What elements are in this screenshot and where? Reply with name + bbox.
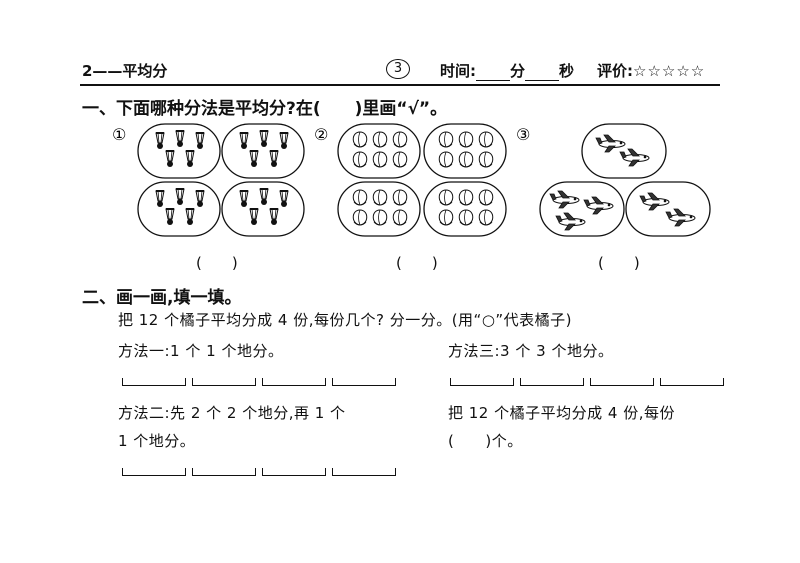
time-label: 时间: bbox=[440, 62, 476, 80]
drawing-slot[interactable] bbox=[332, 468, 396, 476]
header-divider bbox=[80, 84, 720, 86]
drawing-slot[interactable] bbox=[450, 378, 514, 386]
group3-part bbox=[581, 123, 667, 179]
conclusion-line2[interactable]: ( )个。 bbox=[448, 432, 523, 450]
minute-blank[interactable] bbox=[476, 66, 510, 81]
section2-title: 二、画一画,填一填。 bbox=[82, 288, 242, 308]
method2-drawing-area bbox=[122, 468, 396, 476]
rating-field: 评价:☆☆☆☆☆ bbox=[597, 60, 705, 81]
rating-stars[interactable]: ☆☆☆☆☆ bbox=[633, 62, 706, 80]
second-unit: 秒 bbox=[559, 62, 575, 80]
page-number-badge: 3 bbox=[386, 58, 410, 79]
time-field: 时间: 分 秒 bbox=[440, 60, 574, 81]
answer-paren-3[interactable]: ( ) bbox=[598, 254, 640, 272]
grouping-figures: ① ② ③ bbox=[112, 123, 711, 237]
method2-text-line2: 1 个地分。 bbox=[118, 432, 196, 450]
group3-part bbox=[539, 181, 625, 237]
drawing-slot[interactable] bbox=[590, 378, 654, 386]
drawing-slot[interactable] bbox=[262, 468, 326, 476]
group2-label: ② bbox=[314, 125, 328, 144]
group3-part bbox=[625, 181, 711, 237]
rating-label: 评价: bbox=[597, 62, 633, 80]
minute-unit: 分 bbox=[510, 62, 526, 80]
problem-intro: 把 12 个橘子平均分成 4 份,每份几个? 分一分。(用“○”代表橘子) bbox=[118, 311, 573, 329]
answer-paren-2[interactable]: ( ) bbox=[396, 254, 438, 272]
drawing-slot[interactable] bbox=[192, 378, 256, 386]
drawing-slot[interactable] bbox=[262, 378, 326, 386]
method1-drawing-area bbox=[122, 378, 396, 386]
drawing-slot[interactable] bbox=[520, 378, 584, 386]
method2-text-line1: 方法二:先 2 个 2 个地分,再 1 个 bbox=[118, 404, 346, 422]
page-number: 3 bbox=[386, 59, 410, 79]
method1-text: 方法一:1 个 1 个地分。 bbox=[118, 342, 284, 360]
answer-paren-1[interactable]: ( ) bbox=[196, 254, 238, 272]
drawing-slot[interactable] bbox=[122, 378, 186, 386]
drawing-slot[interactable] bbox=[192, 468, 256, 476]
conclusion-line1: 把 12 个橘子平均分成 4 份,每份 bbox=[448, 404, 675, 422]
second-blank[interactable] bbox=[525, 66, 560, 81]
section1-title: 一、下面哪种分法是平均分?在( )里画“√”。 bbox=[82, 99, 448, 119]
drawing-slot[interactable] bbox=[660, 378, 724, 386]
group1-label: ① bbox=[112, 125, 126, 144]
drawing-slot[interactable] bbox=[122, 468, 186, 476]
drawing-slot[interactable] bbox=[332, 378, 396, 386]
method3-text: 方法三:3 个 3 个地分。 bbox=[448, 342, 614, 360]
group3-label: ③ bbox=[516, 125, 530, 144]
method3-drawing-area bbox=[450, 378, 724, 386]
page-header-left: 2——平均分 bbox=[82, 62, 168, 80]
